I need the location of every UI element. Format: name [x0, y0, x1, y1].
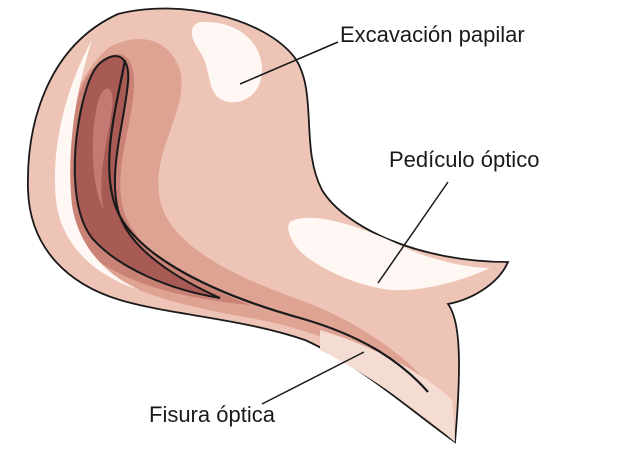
- cup-cavity: [73, 55, 221, 299]
- label-excavacion-papilar: Excavación papilar: [340, 22, 525, 47]
- optic-fissure-line: [108, 59, 429, 393]
- leader-line-fisura: [261, 351, 365, 405]
- cup-inner-layer: [57, 39, 430, 385]
- leader-line-excavacion: [239, 41, 339, 85]
- label-pediculo-optico: Pedículo óptico: [389, 147, 540, 172]
- leader-line-pediculo: [377, 181, 449, 284]
- rim-highlight: [54, 40, 140, 290]
- label-fisura-optica: Fisura óptica: [149, 402, 275, 427]
- stalk-highlight: [288, 217, 490, 291]
- cavity-highlight: [92, 88, 113, 210]
